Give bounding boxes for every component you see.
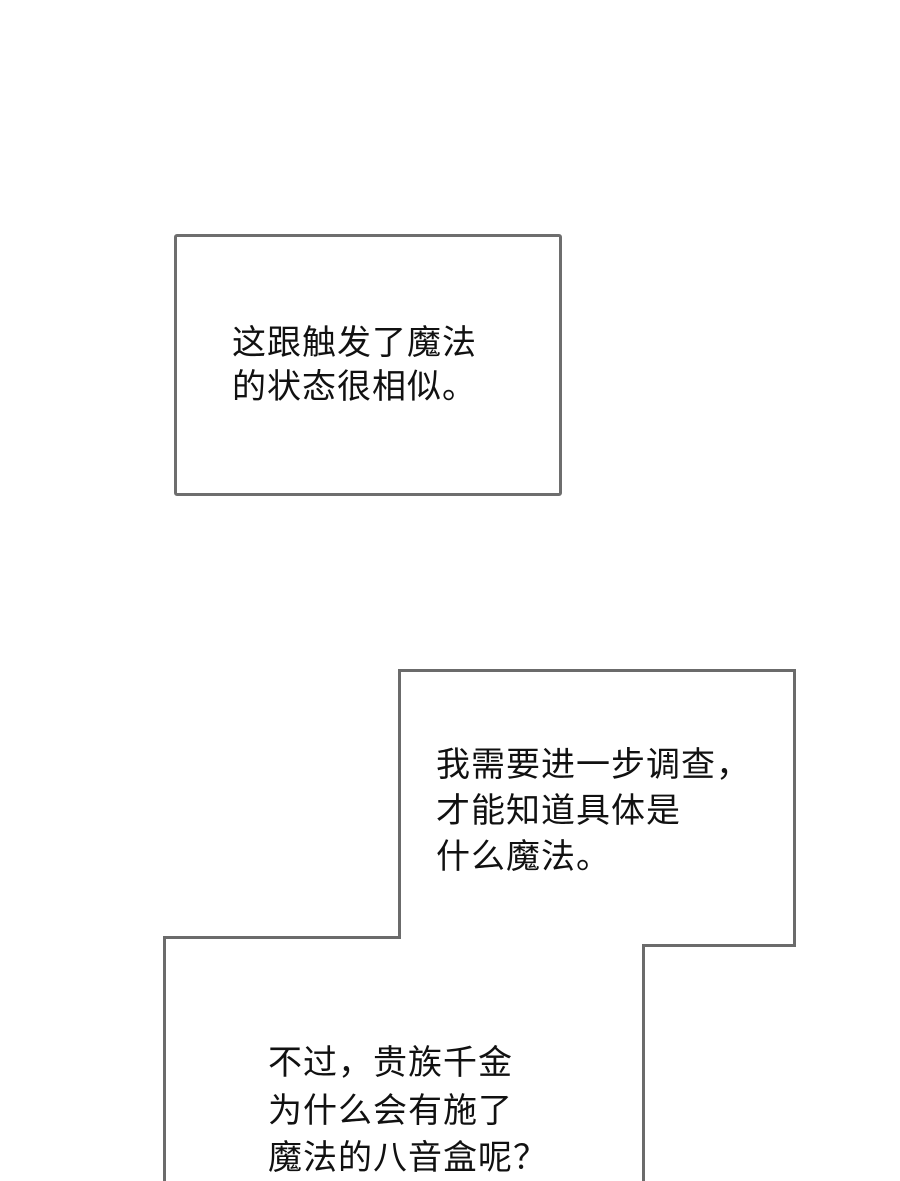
caption-box-1 [174,234,562,496]
caption-3-line-2: 为什么会有施了 [268,1091,513,1131]
caption-box-2-top [398,669,796,672]
caption-2-line-1: 我需要进一步调查， [436,745,751,785]
caption-box-3-top [163,936,401,939]
caption-box-3-right [642,944,645,1181]
caption-1-line-2: 的状态很相似。 [232,367,477,407]
caption-2-line-3: 什么魔法。 [436,837,611,877]
caption-3-line-1: 不过，贵族千金 [268,1043,513,1083]
caption-3-line-3: 魔法的八音盒呢？ [268,1138,548,1178]
caption-box-2-bottom [642,944,796,947]
caption-2-line-2: 才能知道具体是 [436,791,681,831]
caption-1-line-1: 这跟触发了魔法 [232,323,477,363]
caption-box-2-right [793,669,796,947]
caption-box-2-left [398,669,401,939]
caption-box-3-left [163,936,166,1181]
